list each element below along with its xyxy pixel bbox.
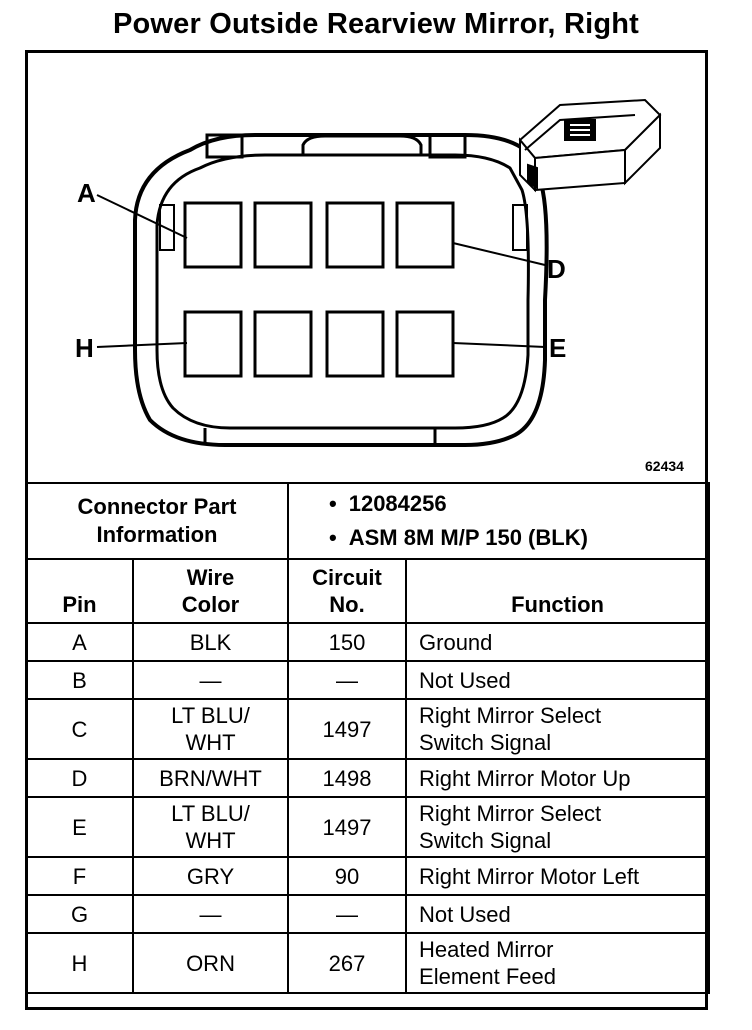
function-cell: Ground (405, 622, 711, 662)
table-row: G — — Not Used (25, 894, 711, 934)
cavity-c (325, 201, 385, 269)
connector-description: ASM 8M M/P 150 (BLK) (329, 521, 708, 555)
cavity-e (395, 310, 455, 378)
side-guide-left (159, 204, 175, 251)
pin-cell: G (25, 894, 134, 934)
latch-tab-right (428, 133, 467, 159)
circuit-cell: — (287, 894, 408, 934)
circuit-cell: — (287, 660, 408, 700)
pin-cell: C (25, 698, 134, 760)
pinout-table: Connector Part Information 12084256 ASM … (24, 482, 711, 994)
table-row: B — — Not Used (25, 660, 711, 700)
connector-housing-inner (155, 153, 530, 430)
side-guide-right (512, 204, 528, 251)
leader-line-a (96, 194, 188, 239)
function-cell: Right Mirror Motor Left (405, 856, 711, 896)
column-header-pin: Pin (25, 558, 134, 624)
page-title: Power Outside Rearview Mirror, Right (112, 8, 640, 40)
pin-cell: B (25, 660, 134, 700)
pin-cell: H (25, 932, 134, 994)
wire-color-cell: LT BLU/WHT (131, 698, 290, 760)
table-row: D BRN/WHT 1498 Right Mirror Motor Up (25, 758, 711, 798)
connector-housing-outer (133, 133, 549, 447)
table-header-row: Pin Wire Color Circuit No. Function (25, 558, 711, 624)
circuit-cell: 90 (287, 856, 408, 896)
connector-diagram: A D H E (75, 98, 662, 447)
column-header-circuit: Circuit No. (287, 558, 408, 624)
circuit-cell: 1497 (287, 796, 408, 858)
leader-line-h (96, 342, 188, 348)
pin-label-d: D (547, 254, 566, 284)
pin-cell: A (25, 622, 134, 662)
function-cell: Right Mirror Motor Up (405, 758, 711, 798)
wire-color-cell: — (131, 660, 290, 700)
pin-cell: F (25, 856, 134, 896)
wire-color-cell: — (131, 894, 290, 934)
pin-label-h: H (75, 333, 94, 363)
circuit-cell: 1497 (287, 698, 408, 760)
circuit-cell: 267 (287, 932, 408, 994)
pin-label-a: A (77, 178, 96, 208)
connector-part-number: 12084256 (329, 487, 708, 521)
wire-color-cell: BRN/WHT (131, 758, 290, 798)
leader-line-e (452, 342, 546, 348)
leader-line-d (452, 242, 546, 266)
wire-color-cell: BLK (131, 622, 290, 662)
function-cell: Not Used (405, 894, 711, 934)
pin-cell: D (25, 758, 134, 798)
table-row: A BLK 150 Ground (25, 622, 711, 662)
pin-label-e: E (549, 333, 566, 363)
column-header-function: Function (405, 558, 711, 624)
pin-cell: E (25, 796, 134, 858)
latch-tab-left (205, 133, 244, 159)
circuit-cell: 150 (287, 622, 408, 662)
column-header-wire-color: Wire Color (131, 558, 290, 624)
cavity-g (253, 310, 313, 378)
wire-color-cell: GRY (131, 856, 290, 896)
function-cell: Not Used (405, 660, 711, 700)
cavity-f (325, 310, 385, 378)
circuit-cell: 1498 (287, 758, 408, 798)
connector-info-label: Connector Part Information (24, 482, 290, 560)
cavity-h (183, 310, 243, 378)
wire-color-cell: LT BLU/WHT (131, 796, 290, 858)
latch-top (301, 134, 423, 155)
cavity-b (253, 201, 313, 269)
connector-sketch (518, 98, 662, 193)
cavity-a (183, 201, 243, 269)
wire-color-cell: ORN (131, 932, 290, 994)
connector-info-values: 12084256 ASM 8M M/P 150 (BLK) (287, 482, 711, 560)
connector-info-row: Connector Part Information 12084256 ASM … (24, 482, 711, 560)
table-row: F GRY 90 Right Mirror Motor Left (25, 856, 711, 896)
figure-number: 62434 (645, 458, 684, 474)
cavity-d (395, 201, 455, 269)
